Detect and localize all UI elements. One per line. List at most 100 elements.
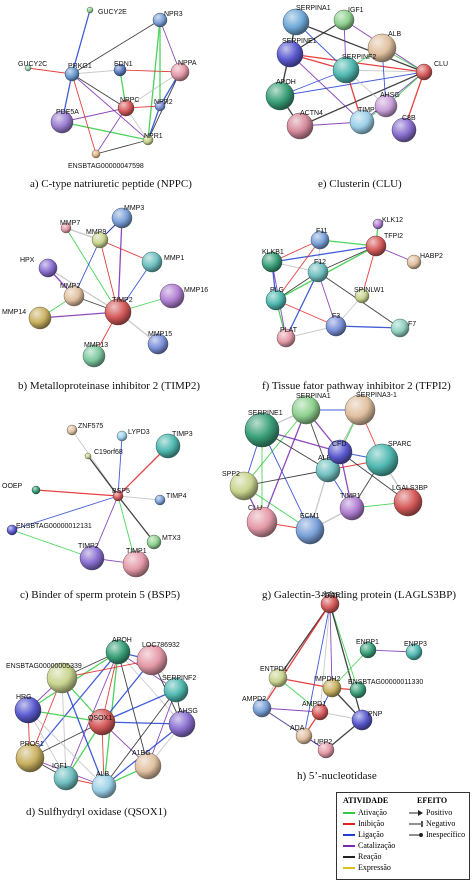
protein-node [31,485,41,495]
protein-node-label: CFD [332,441,346,448]
network-edge [261,603,331,709]
protein-node [415,63,433,81]
dot-unspecific-icon [409,832,423,837]
network-edge [103,689,177,787]
protein-node-label: ACTN4 [300,110,323,117]
protein-node [163,677,189,703]
protein-node-label: MMP1 [164,255,184,262]
protein-node [315,457,341,483]
caption-panel-g: g) Galectin-3-binding protein (LAGLS3BP) [262,589,456,601]
protein-node [244,412,280,448]
protein-node-label: APOH [276,79,296,86]
protein-node [322,678,342,698]
network-panel-c: ZNF575LYPD3C19orf68TIMP3OOEPBSP5TIMP4ENS… [2,423,193,578]
protein-node [310,230,330,250]
protein-node-label: MMP7 [60,220,80,227]
protein-node-label: MMP16 [184,287,208,294]
protein-node-label: TIMP1 [358,107,379,114]
network-edge [71,19,161,75]
network-edge [271,245,377,263]
protein-node-label: CLU [248,505,262,512]
protein-node [24,64,32,72]
protein-node-label: OOEP [2,483,23,490]
arrow-positive-icon [409,809,423,816]
protein-node-label: ALB [318,455,332,462]
protein-node-label: AMPD1 [302,701,326,708]
network-edge [95,139,149,155]
protein-node [116,430,128,442]
network-edge [279,71,425,97]
protein-node [265,289,287,311]
protein-node-label: LYPD3 [128,429,150,436]
protein-node [146,534,162,550]
protein-node [367,33,397,63]
protein-node-label: QSOX1 [88,715,112,722]
network-edge [11,495,119,531]
protein-node [261,251,283,273]
network-edge [159,19,181,73]
protein-node-label: ENSBTAG00000005339 [6,663,82,670]
legend-item-reacao: Reação [343,852,382,861]
legend-item-expressao: Expressão [343,863,391,872]
protein-node-label: F3 [332,313,340,320]
protein-node-label: HABP2 [420,253,443,260]
protein-node-label: TIMP2 [78,543,99,550]
protein-node-label: MTX3 [162,535,181,542]
protein-node-label: TIMP2 [112,297,133,304]
network-edge [147,105,161,141]
protein-node [66,424,78,436]
caption-panel-f: f) Tissue fator pathway inhibitor 2 (TFP… [262,380,451,392]
protein-node [111,207,133,229]
protein-node [406,254,422,270]
protein-node-label: PROS1 [20,741,44,748]
protein-node-label: TIMP4 [166,493,187,500]
protein-node-label: SERPINA3-1 [356,392,397,399]
protein-node-label: ENSBTAG00000012131 [16,523,92,530]
protein-node [317,741,335,759]
protein-node [339,495,365,521]
protein-node [295,727,313,745]
protein-node-label: SPINLW1 [354,287,384,294]
network-edge [71,73,127,109]
protein-node [38,258,58,278]
caption-panel-e: e) Clusterin (CLU) [318,178,402,190]
protein-node [86,6,94,14]
network-edge [11,529,93,559]
protein-node-label: TIMP1 [340,493,361,500]
protein-node-label: PNP [368,711,383,718]
protein-node-label: TIMP3 [172,431,193,438]
network-edge [329,603,363,721]
protein-node-label: SERPINE1 [248,410,283,417]
network-edge [261,409,307,523]
protein-node-label: AHSG [380,92,400,99]
protein-node-label: HRG [16,694,32,701]
protein-node-label: NPR1 [144,133,163,140]
protein-node-label: MMP3 [124,205,144,212]
protein-node-label: PDE5A [56,109,79,116]
protein-node [91,231,109,249]
protein-node [155,433,181,459]
protein-node-label: SERPINA1 [296,5,331,12]
protein-node-label: GUCY2E [98,9,127,16]
protein-node [60,222,72,234]
protein-node-label: SERPINF2 [162,675,196,682]
protein-node [374,94,398,118]
protein-node-label: NT5E [322,592,340,599]
protein-node [159,283,185,309]
protein-node [28,306,52,330]
protein-node-label: PLAT [280,327,298,334]
protein-node-label: IGF1 [52,763,68,770]
protein-node [391,117,417,143]
protein-node-label: TFPI2 [384,233,403,240]
protein-node [286,112,314,140]
protein-node [307,261,329,283]
network-edge [275,239,321,301]
protein-node [84,452,92,460]
protein-node [359,641,377,659]
protein-node [134,752,162,780]
protein-node-label: ENPP3 [404,641,427,648]
protein-node [354,288,370,304]
